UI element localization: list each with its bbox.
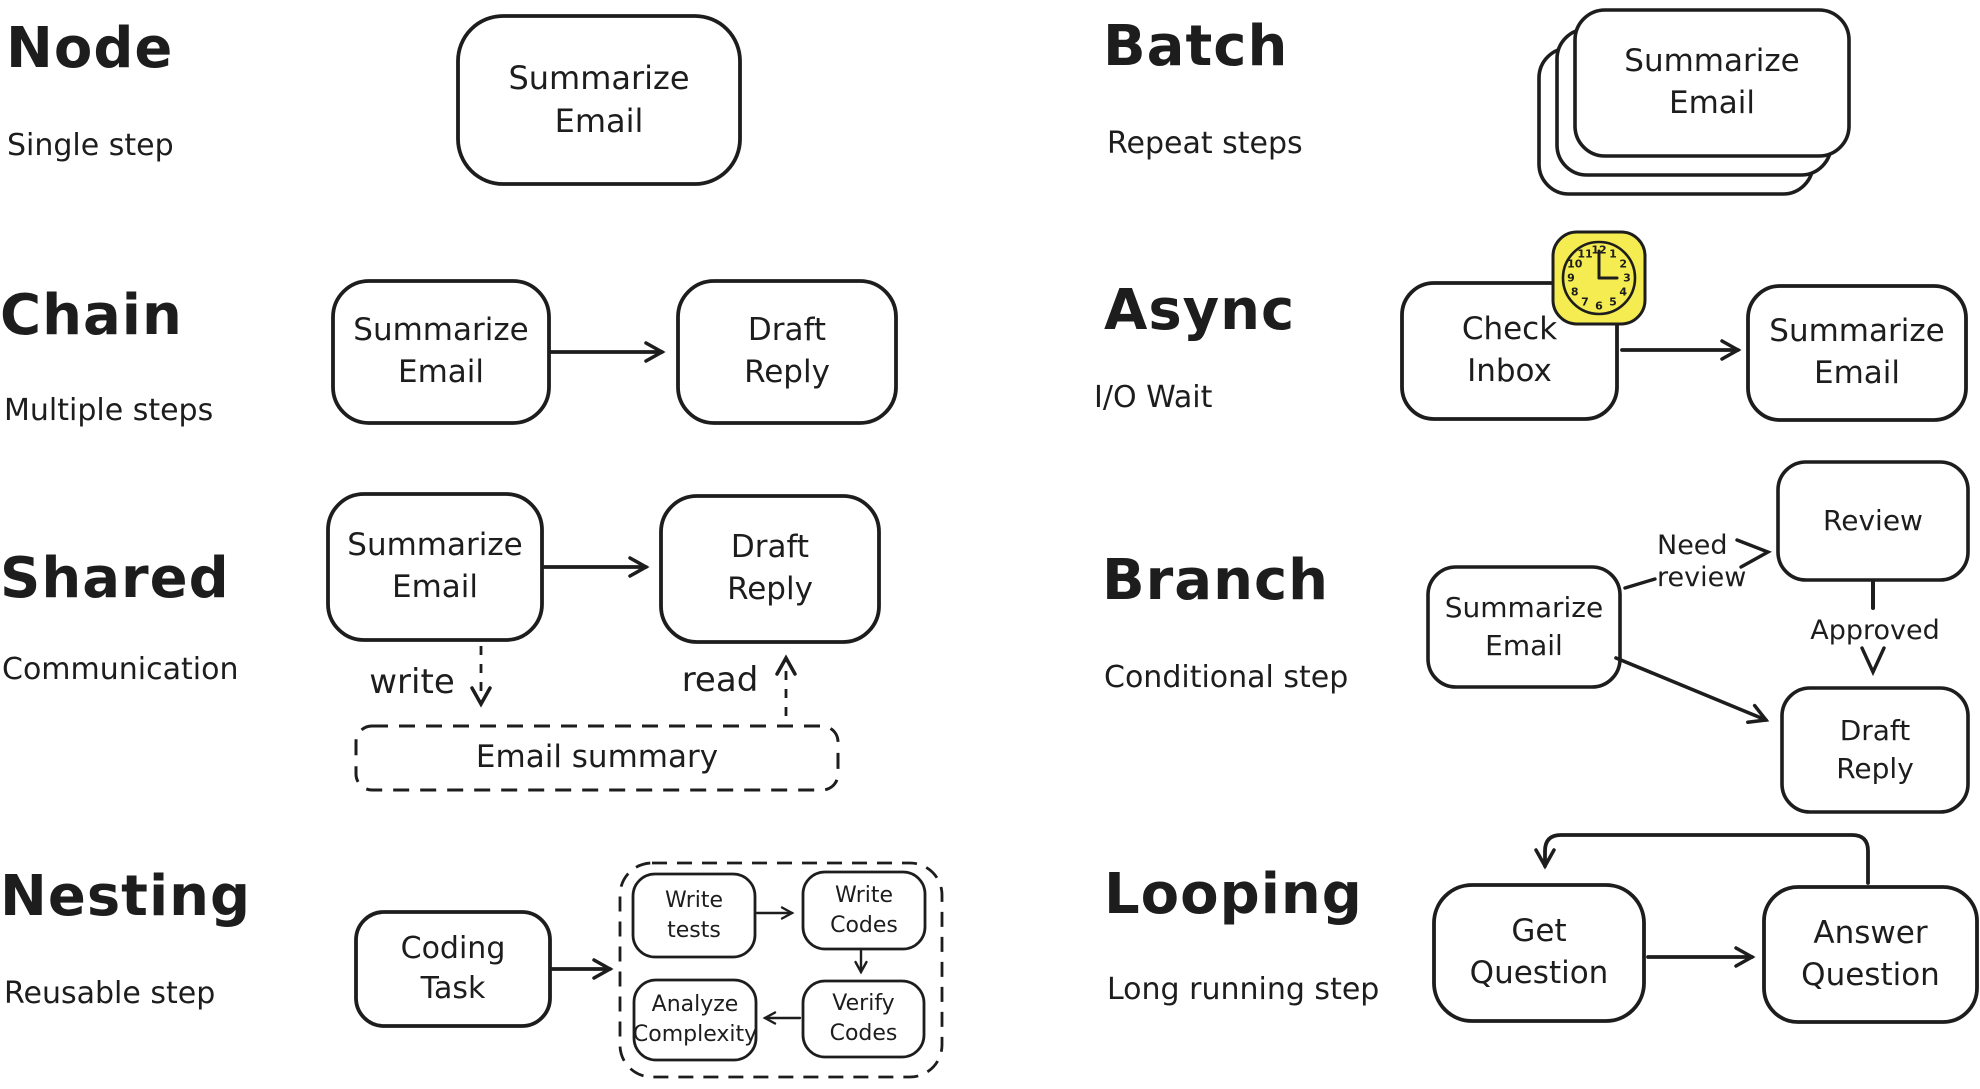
node-section-title: Node	[6, 16, 174, 81]
batch-section-subtitle: Repeat steps	[1107, 126, 1303, 161]
shared-store-label: Email summary	[475, 739, 719, 776]
clock-number: 9	[1567, 271, 1575, 285]
nesting-box-coding-task	[354, 910, 552, 1028]
chain-box2-label: Draft Reply	[744, 312, 830, 390]
clock-number: 6	[1595, 299, 1603, 313]
node-section-subtitle: Single step	[7, 128, 174, 163]
nesting-inner-box1-label: Write tests	[664, 887, 724, 943]
branch-section-subtitle: Conditional step	[1104, 660, 1349, 695]
nesting-box-verify-codes	[801, 979, 926, 1059]
branch-box2-label: Review	[1823, 504, 1923, 538]
branch-section-title: Branch	[1102, 548, 1330, 613]
async-section-subtitle: I/O Wait	[1094, 380, 1213, 415]
nesting-box-analyze-complexity	[632, 978, 758, 1062]
async-box2-label: Summarize Email	[1769, 313, 1945, 391]
branch-direct-arrow	[1614, 656, 1770, 724]
looping-loopback-arrow	[1534, 833, 1870, 885]
batch-card-front	[1573, 8, 1851, 158]
shared-read-label: read	[681, 660, 759, 700]
branch-need-review-label: Need review	[1657, 530, 1747, 594]
clock-number: 1	[1609, 247, 1617, 261]
nesting-inner-box2-label: Write Codes	[830, 882, 898, 938]
node-box	[456, 14, 742, 186]
clock-number: 3	[1623, 271, 1631, 285]
shared-store-box	[354, 724, 840, 792]
node-box-label: Summarize Email	[508, 58, 690, 140]
clock-number: 5	[1609, 295, 1617, 309]
branch-approved-label: Approved	[1810, 614, 1940, 646]
async-box-summarize-email	[1746, 284, 1968, 422]
looping-section-title: Looping	[1104, 862, 1363, 927]
clock-number: 11	[1577, 247, 1593, 261]
clock-number: 12	[1591, 243, 1607, 257]
clock-number: 10	[1567, 257, 1583, 271]
shared-box2-label: Draft Reply	[727, 529, 813, 607]
batch-section-title: Batch	[1103, 14, 1289, 79]
chain-section-subtitle: Multiple steps	[4, 393, 214, 428]
nesting-inner-box3-label: Verify Codes	[829, 991, 898, 1046]
looping-box1-label: Get Question	[1469, 913, 1609, 991]
nesting-box-write-tests	[631, 872, 757, 959]
async-box1-label: Check Inbox	[1461, 311, 1558, 389]
branch-box1-label: Summarize Email	[1444, 591, 1604, 662]
chain-box-summarize-email	[331, 279, 551, 425]
nesting-inner-box4-label: Analyze Complexity	[632, 992, 758, 1047]
nesting-container-box	[618, 861, 944, 1079]
shared-box-summarize-email	[326, 492, 544, 642]
branch-need-review-dash	[1623, 577, 1657, 590]
nesting-section-title: Nesting	[0, 864, 252, 929]
looping-box2-label: Answer Question	[1801, 914, 1940, 993]
branch-approved-arrowhead	[1860, 646, 1886, 677]
shared-box1-label: Summarize Email	[347, 527, 523, 605]
branch-box-summarize-email	[1426, 565, 1622, 689]
nesting-section-subtitle: Reusable step	[4, 976, 216, 1011]
nesting-box-label: Coding Task	[400, 930, 506, 1007]
clock-number: 7	[1581, 295, 1589, 309]
chain-box-draft-reply	[676, 279, 898, 425]
shared-section-subtitle: Communication	[2, 652, 239, 687]
branch-need-review-arrowhead	[1735, 538, 1772, 569]
nesting-box-write-codes	[801, 870, 927, 951]
batch-box-label: Summarize Email	[1624, 43, 1800, 121]
chain-section-title: Chain	[0, 283, 183, 348]
shared-box-draft-reply	[659, 494, 881, 644]
chain-box1-label: Summarize Email	[353, 312, 529, 390]
branch-box3-label: Draft Reply	[1836, 714, 1914, 785]
clock-number: 4	[1619, 285, 1628, 299]
clock-number: 2	[1619, 257, 1628, 271]
shared-write-label: write	[369, 662, 455, 702]
looping-section-subtitle: Long running step	[1107, 972, 1380, 1007]
async-section-title: Async	[1104, 278, 1296, 343]
branch-box-draft-reply	[1780, 686, 1970, 814]
clock-number: 8	[1570, 285, 1579, 299]
shared-section-title: Shared	[0, 546, 230, 611]
looping-box-get-question	[1432, 883, 1646, 1023]
clock-icon	[1551, 230, 1647, 326]
looping-box-answer-question	[1762, 885, 1979, 1024]
